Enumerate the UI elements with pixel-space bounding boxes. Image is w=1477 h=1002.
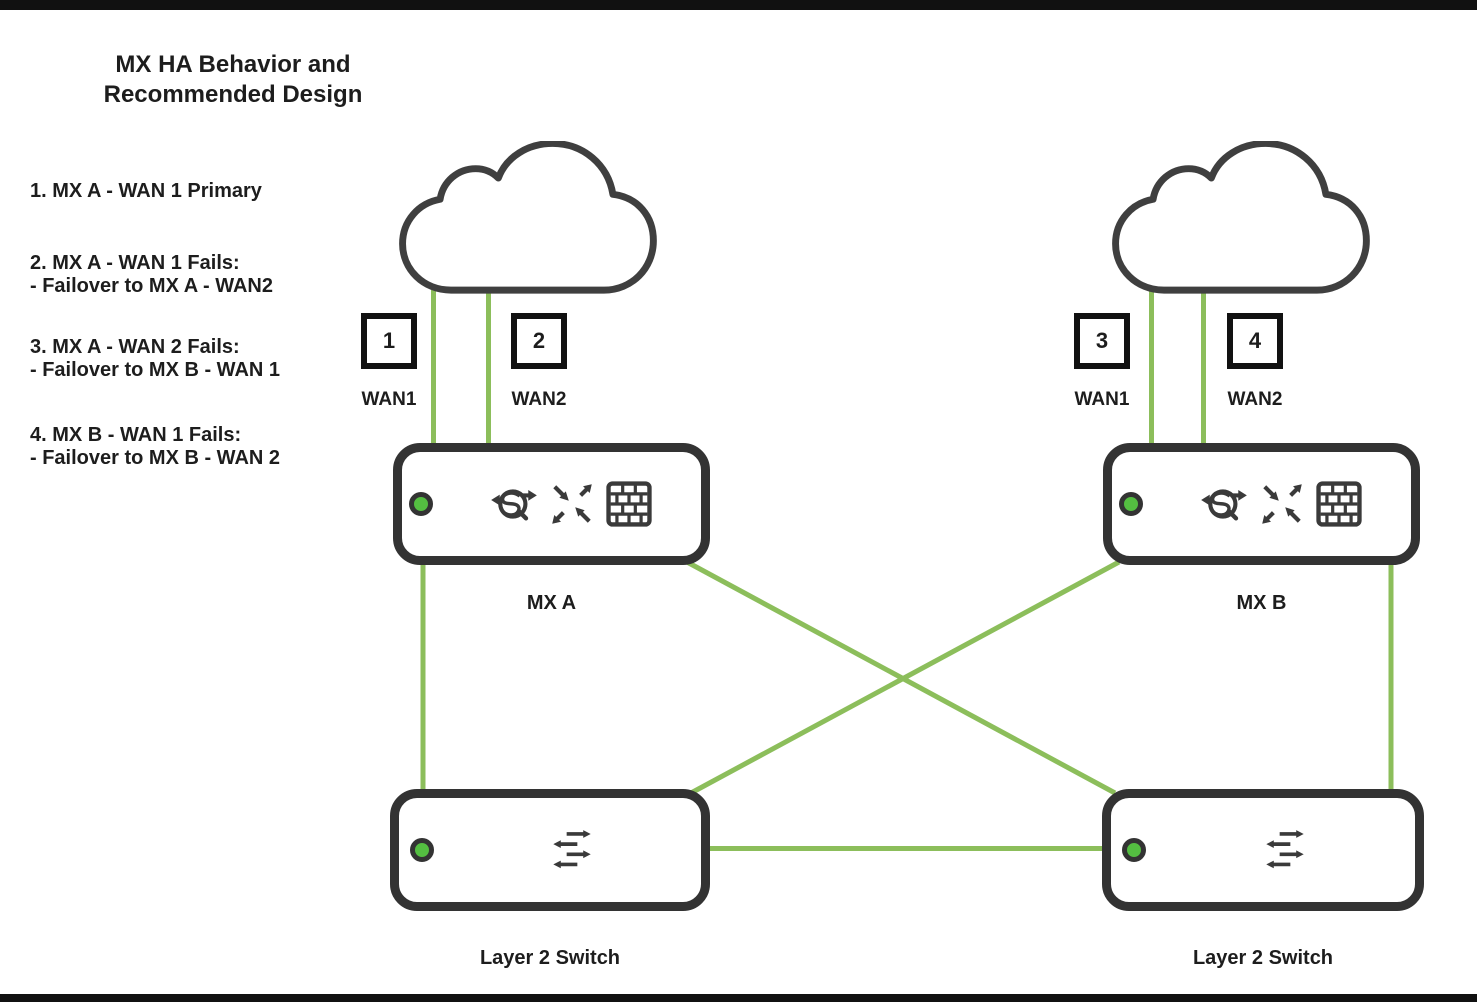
legend-item-4-subtext: - Failover to MX B - WAN 2 <box>30 447 281 469</box>
device-label-mx-a: MX A <box>526 592 577 614</box>
legend-item-2-subtext: - Failover to MX A - WAN2 <box>30 275 273 297</box>
status-led <box>409 492 433 516</box>
mx-icon-row <box>490 481 652 527</box>
wan-port-4-label: WAN2 <box>1227 389 1283 410</box>
wan-port-1: 1 WAN1 <box>361 313 417 410</box>
legend-item-3-text: 3. MX A - WAN 2 Fails: <box>30 336 240 358</box>
wan-port-3-number: 3 <box>1095 328 1109 353</box>
legend-item-3-subtext: - Failover to MX B - WAN 1 <box>30 359 281 381</box>
status-led <box>1122 838 1146 862</box>
page-title-line2: Recommended Design <box>103 81 363 108</box>
legend-item-1-text: 1. MX A - WAN 1 Primary <box>30 180 262 202</box>
legend-item-1: 1. MX A - WAN 1 Primary <box>30 180 390 203</box>
wan-port-1-number-box: 1 <box>361 313 417 369</box>
router-icon <box>491 489 537 521</box>
legend-item-2-text: 2. MX A - WAN 1 Fails: <box>30 252 240 274</box>
wan-port-2-number-box: 2 <box>511 313 567 369</box>
legend-item-2: 2. MX A - WAN 1 Fails: - Failover to MX … <box>30 252 390 298</box>
traffic-crossover-arrows-icon <box>552 484 592 524</box>
device-label-switch-b: Layer 2 Switch <box>1192 947 1334 969</box>
mx-icon-row <box>1200 481 1362 527</box>
wan-port-2-label: WAN2 <box>511 389 567 410</box>
legend-item-4: 4. MX B - WAN 1 Fails: - Failover to MX … <box>30 424 390 470</box>
switch-arrows-icon <box>1266 830 1304 869</box>
device-label-switch-a: Layer 2 Switch <box>479 947 621 969</box>
mx-b-appliance <box>1103 443 1420 565</box>
internet-cloud-left-icon <box>399 141 657 294</box>
page-title: MX HA Behavior and Recommended Design <box>50 50 416 110</box>
wan-port-2-number: 2 <box>532 328 546 353</box>
layer2-switch-a <box>390 789 710 911</box>
link-mxb-to-switch-a <box>689 559 1121 796</box>
wan-port-4-number-box: 4 <box>1227 313 1283 369</box>
firewall-icon <box>606 481 652 527</box>
wan-port-4-number: 4 <box>1248 328 1262 353</box>
wan-port-3-number-box: 3 <box>1074 313 1130 369</box>
wan-port-1-label: WAN1 <box>361 389 417 410</box>
wan-port-2: 2 WAN2 <box>511 313 567 410</box>
wan-port-3: 3 WAN1 <box>1074 313 1130 410</box>
device-label-mx-b: MX B <box>1236 592 1287 614</box>
bottom-border <box>0 994 1477 1002</box>
layer2-switch-b <box>1102 789 1424 911</box>
page-title-line1: MX HA Behavior and <box>115 51 351 78</box>
mx-a-appliance <box>393 443 710 565</box>
legend-item-4-text: 4. MX B - WAN 1 Fails: <box>30 424 242 446</box>
switch-icon-row <box>1262 829 1309 871</box>
switch-icon-row <box>549 829 596 871</box>
status-led <box>1119 492 1143 516</box>
legend-item-3: 3. MX A - WAN 2 Fails: - Failover to MX … <box>30 336 390 382</box>
wan-port-4: 4 WAN2 <box>1227 313 1283 410</box>
internet-cloud-right-icon <box>1112 141 1370 294</box>
top-border <box>0 0 1477 10</box>
switch-arrows-icon <box>553 830 591 869</box>
firewall-icon <box>1316 481 1362 527</box>
traffic-crossover-arrows-icon <box>1262 484 1302 524</box>
status-led <box>410 838 434 862</box>
wan-port-3-label: WAN1 <box>1074 389 1130 410</box>
wan-port-1-number: 1 <box>382 328 396 353</box>
router-icon <box>1201 489 1247 521</box>
